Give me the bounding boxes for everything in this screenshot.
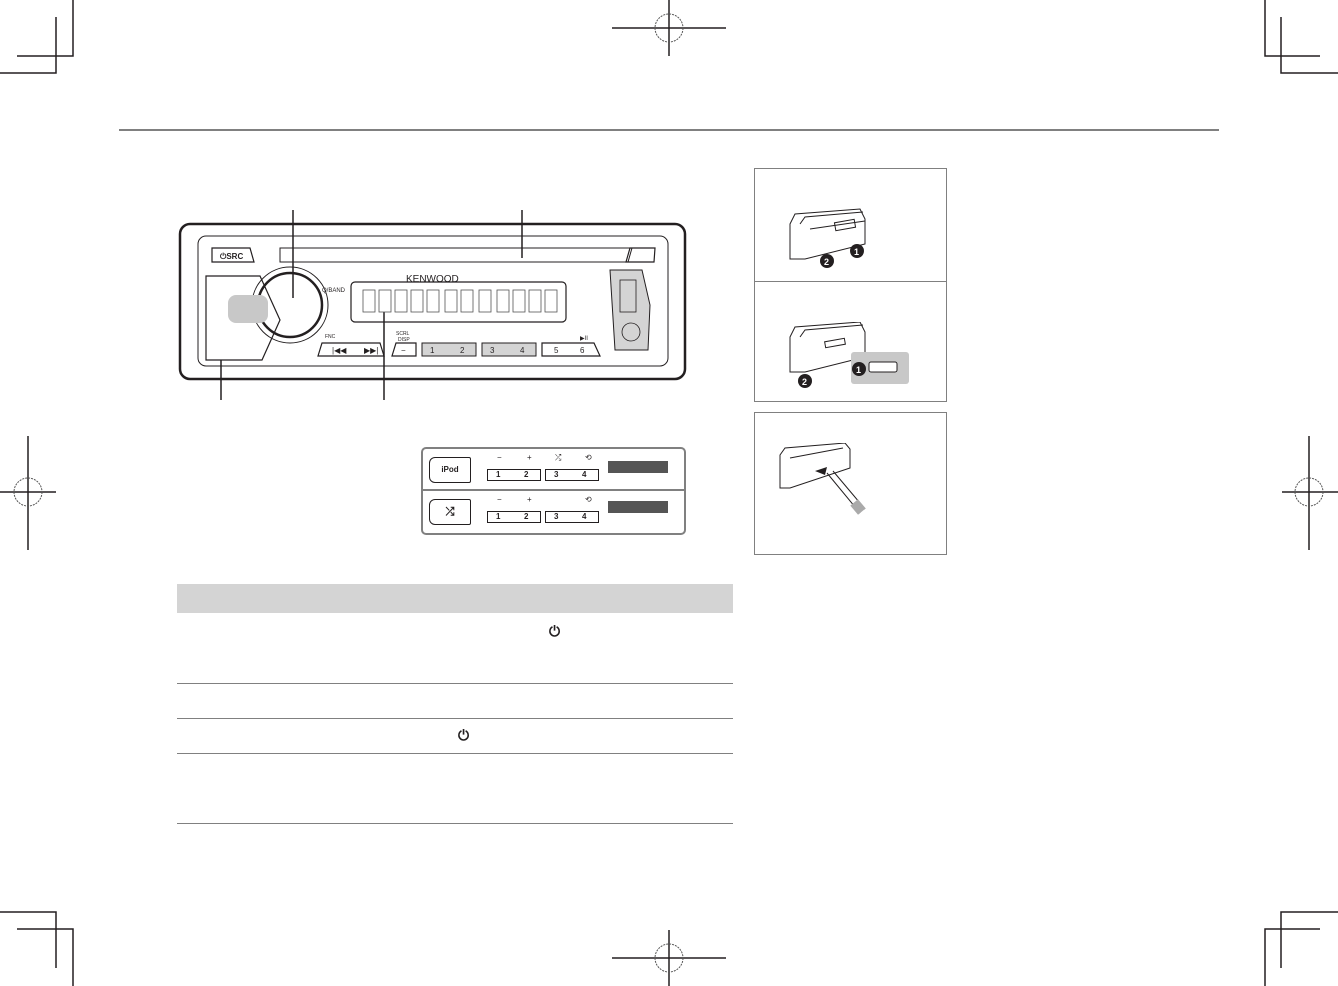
power-icon: ⏻ <box>458 727 470 743</box>
svg-text:−: − <box>401 346 406 355</box>
faceplate-illustration: KENWOOD ⏻SRC Q/BAND FNC SCRL DISP ▶II 1 2… <box>178 210 687 400</box>
brand-label: KENWOOD <box>406 274 459 285</box>
plus-label: + <box>527 495 532 504</box>
detach-step-2-illustration: 1 2 <box>789 322 909 388</box>
svg-text:1: 1 <box>856 365 861 375</box>
detach-step-1-illustration: 1 2 <box>789 208 866 268</box>
key-2: 2 <box>524 470 529 479</box>
plus-label: + <box>527 453 532 462</box>
svg-text:5: 5 <box>554 346 559 355</box>
repeat-icon: ⟲ <box>585 453 592 462</box>
svg-text:|◀◀: |◀◀ <box>332 346 347 355</box>
ipod-row-2: ⤮ − + ⟲ 1 2 3 4 <box>423 491 684 531</box>
key-4: 4 <box>582 470 587 479</box>
header-rule <box>119 129 1219 131</box>
svg-text:3: 3 <box>490 346 495 355</box>
table-row: ⏻ <box>177 613 733 684</box>
operations-table: ⏻ ⏻ <box>177 584 733 824</box>
key-3: 3 <box>554 470 559 479</box>
detach-figure-panel: 1 2 1 2 <box>754 168 947 402</box>
svg-text:▶▶|: ▶▶| <box>364 346 378 355</box>
key-1: 1 <box>496 470 501 479</box>
svg-text:6: 6 <box>580 346 585 355</box>
svg-text:2: 2 <box>824 257 829 267</box>
display-bar <box>608 461 668 473</box>
shuffle-button: ⤮ <box>429 499 471 525</box>
svg-text:1: 1 <box>430 346 435 355</box>
reset-illustration <box>779 443 866 515</box>
table-row: ⏻ <box>177 719 733 754</box>
minus-label: − <box>497 495 502 504</box>
ipod-button: iPod <box>429 457 471 483</box>
svg-text:1: 1 <box>854 247 859 257</box>
repeat-icon: ⟲ <box>585 495 592 504</box>
key-1: 1 <box>496 512 501 521</box>
svg-text:▶II: ▶II <box>580 336 588 342</box>
shuffle-icon: ⤮ <box>555 453 562 462</box>
svg-text:⏻SRC: ⏻SRC <box>220 252 243 261</box>
svg-text:2: 2 <box>802 377 807 387</box>
reset-figure-panel <box>754 412 947 555</box>
svg-text:Q/BAND: Q/BAND <box>322 288 346 294</box>
svg-text:SCRL: SCRL <box>396 331 410 337</box>
key-2: 2 <box>524 512 529 521</box>
power-icon: ⏻ <box>549 623 561 639</box>
key-4: 4 <box>582 512 587 521</box>
ipod-control-panel: iPod − + ⤮ ⟲ 1 2 3 4 ⤮ − + ⟲ 1 2 3 4 <box>421 447 686 535</box>
svg-text:FNC: FNC <box>325 334 336 340</box>
table-row <box>177 684 733 719</box>
minus-label: − <box>497 453 502 462</box>
table-header <box>177 584 733 613</box>
ipod-row-1: iPod − + ⤮ ⟲ 1 2 3 4 <box>423 449 684 491</box>
svg-text:2: 2 <box>460 346 465 355</box>
svg-text:DISP: DISP <box>398 337 410 343</box>
display-bar <box>608 501 668 513</box>
svg-text:4: 4 <box>520 346 525 355</box>
key-3: 3 <box>554 512 559 521</box>
table-row <box>177 754 733 824</box>
